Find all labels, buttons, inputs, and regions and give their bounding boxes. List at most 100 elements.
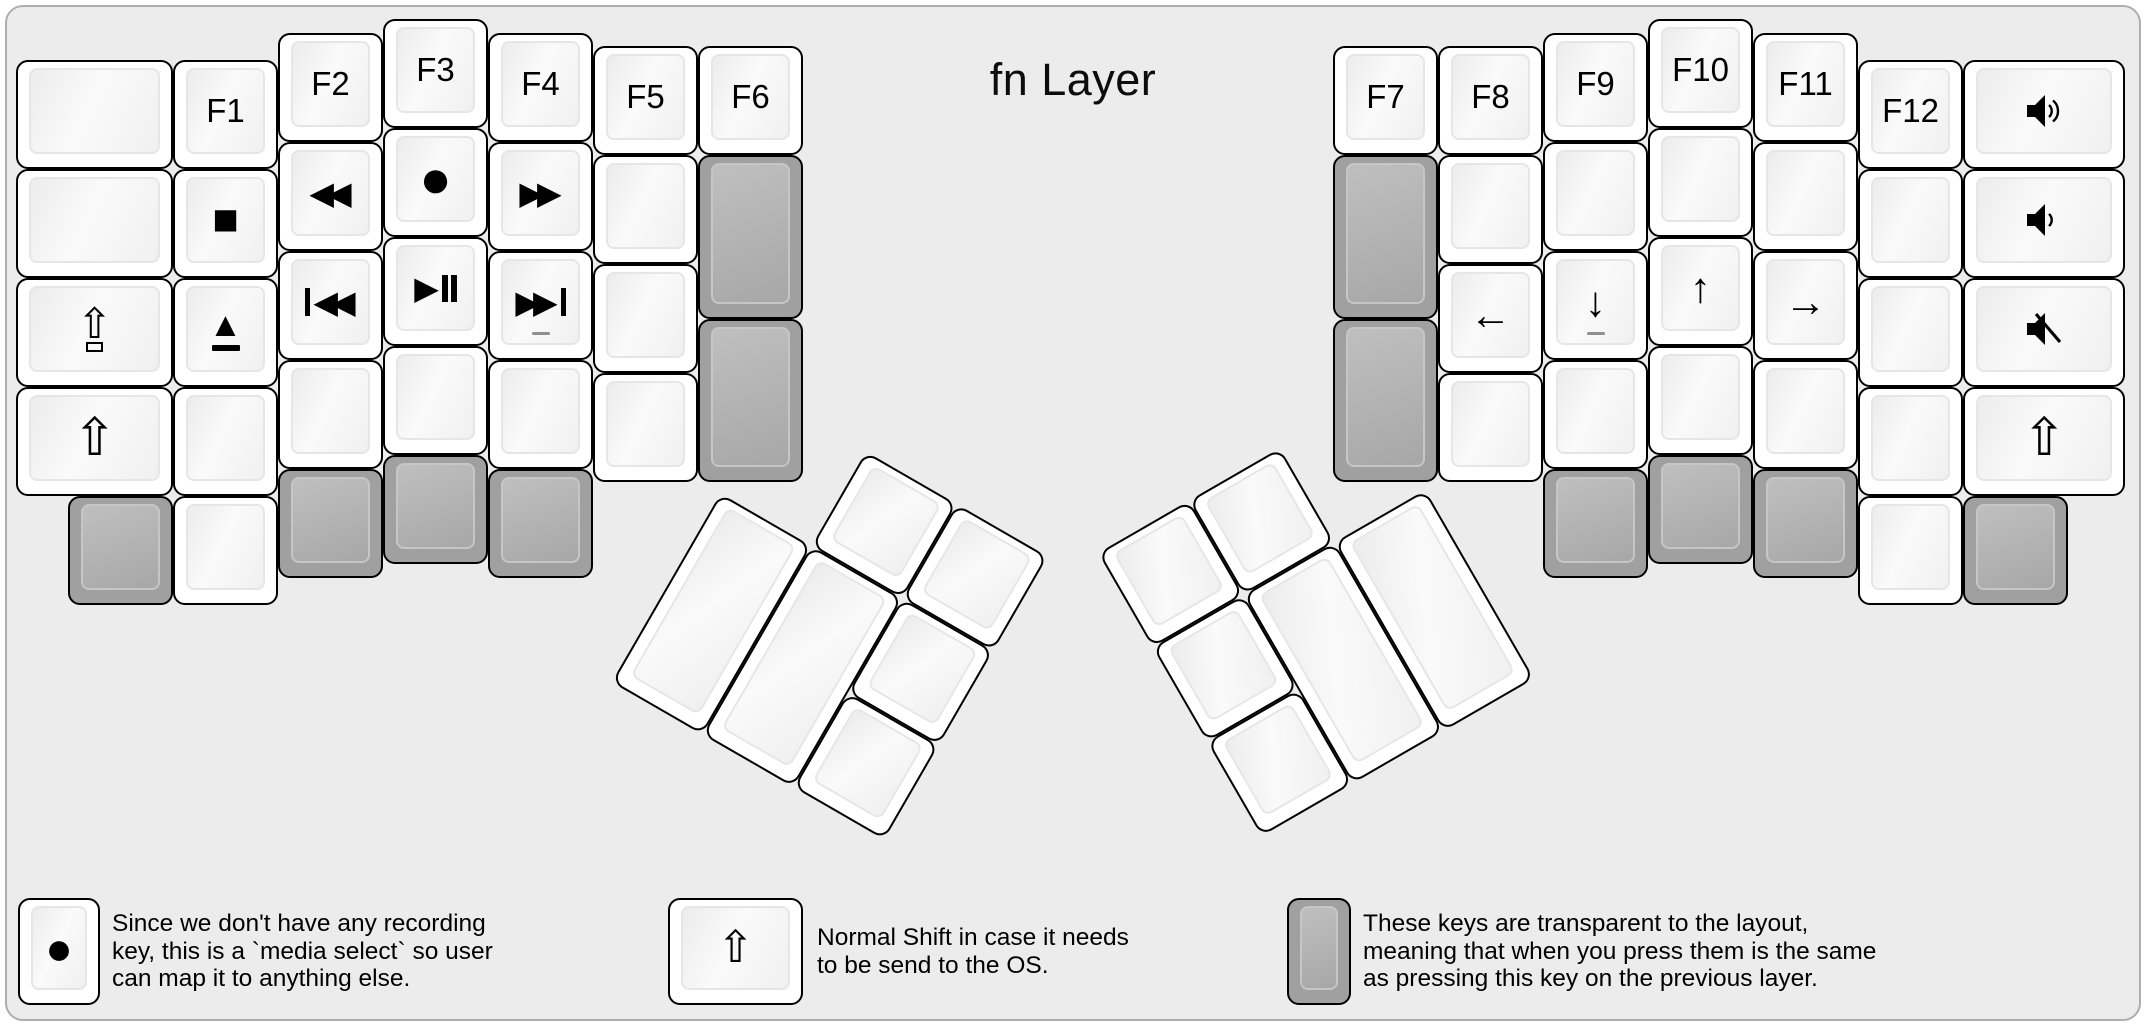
key-right-c11-r3: [1753, 360, 1858, 469]
key-label: F6: [731, 78, 770, 115]
key-left-c5-r3: [593, 373, 698, 482]
keytop: [1871, 286, 1950, 372]
key-right-c11-r1: [1753, 142, 1858, 251]
keytop: →: [1766, 259, 1845, 345]
key-legend-transparent-sample: [1287, 898, 1351, 1005]
keytop: [1871, 177, 1950, 263]
keytop: [186, 395, 265, 481]
key-eject: ▲: [173, 278, 278, 387]
key-rewind: ◀◀: [278, 142, 383, 251]
homing-bar: [531, 332, 550, 335]
keytop: [396, 354, 475, 440]
shift-icon: ⇧: [72, 409, 117, 467]
volup-icon: [2021, 91, 2067, 131]
key-f1: F1: [173, 60, 278, 169]
key-f12: F12: [1858, 60, 1963, 169]
keytop: [1976, 286, 2112, 372]
keytop: ●: [31, 906, 87, 990]
key-play-pause: ▶: [383, 237, 488, 346]
keytop: [1556, 150, 1635, 236]
keytop: F8: [1451, 54, 1530, 140]
key-f8: F8: [1438, 46, 1543, 155]
key-left-bottom-c3-transparent: [383, 455, 488, 564]
keytop: [711, 327, 790, 467]
key-f11: F11: [1753, 33, 1858, 142]
caps-icon: ⇧: [77, 302, 112, 353]
key-left-bottom-transparent: [68, 496, 173, 605]
key-label: F2: [311, 65, 350, 102]
key-arrow-down: ↓: [1543, 251, 1648, 360]
key-f9: F9: [1543, 33, 1648, 142]
eject-icon: ▲: [209, 308, 242, 351]
key-right-bottom-c10-transparent: [1648, 455, 1753, 564]
key-right-c8-r3: [1438, 373, 1543, 482]
playpause-icon: ▶: [414, 272, 457, 304]
keytop: [1976, 504, 2055, 590]
key-left-bottom-c4-transparent: [488, 469, 593, 578]
down-icon: ↓: [1585, 278, 1606, 325]
shift-icon: ⇧: [717, 923, 754, 972]
key-label: F10: [1672, 51, 1729, 88]
shift-icon: ⇧: [2022, 409, 2066, 467]
keytop: [1661, 354, 1740, 440]
keytop: ●: [396, 136, 475, 222]
voldown-icon: [2021, 200, 2067, 240]
keytop: [501, 477, 580, 563]
right-icon: →: [1784, 278, 1827, 325]
key-left-inner-transparent-1: [698, 155, 803, 319]
keytop: [1661, 136, 1740, 222]
key-f10: F10: [1648, 19, 1753, 128]
key-mute: [1963, 278, 2125, 387]
key-right-c10-r1: [1648, 128, 1753, 237]
keytop: ◀◀: [291, 150, 370, 236]
keytop: [1976, 177, 2112, 263]
key-arrow-left: ←: [1438, 264, 1543, 373]
keytop: [501, 368, 580, 454]
key-arrow-right: →: [1753, 251, 1858, 360]
key-legend-record-sample: ●: [18, 898, 100, 1005]
keytop: F1: [186, 68, 265, 154]
key-right-c8-r1: [1438, 155, 1543, 264]
keytop: F9: [1556, 41, 1635, 127]
key-f7: F7: [1333, 46, 1438, 155]
keytop: ↑: [1661, 245, 1740, 331]
key-right-c9-r3: [1543, 360, 1648, 469]
legend-text-0: Since we don't have any recording key, t…: [112, 910, 493, 993]
keytop: [81, 504, 160, 590]
keytop: F11: [1766, 41, 1845, 127]
key-legend-shift-sample: ⇧: [668, 898, 803, 1005]
key-caps-lock: ⇧: [16, 278, 173, 387]
key-right-c10-r3: [1648, 346, 1753, 455]
keytop: [291, 477, 370, 563]
keytop: [606, 272, 685, 358]
mute-icon: [2021, 309, 2067, 349]
key-left-shift: ⇧: [16, 387, 173, 496]
keytop: F7: [1346, 54, 1425, 140]
homing-bar: [1586, 332, 1605, 335]
key-right-inner-transparent-1: [1333, 155, 1438, 319]
keytop: [396, 463, 475, 549]
keytop: ⇧: [681, 906, 790, 990]
key-label: F11: [1778, 65, 1833, 102]
key-label: F8: [1471, 78, 1510, 115]
keytop: ←: [1451, 272, 1530, 358]
legend-text-1: Normal Shift in case it needs to be send…: [817, 924, 1129, 979]
keytop: [1766, 477, 1845, 563]
key-volume-down: [1963, 169, 2125, 278]
record-icon: ●: [419, 149, 452, 209]
keytop: [1871, 395, 1950, 481]
key-right-c12-r2: [1858, 278, 1963, 387]
keytop: ■: [186, 177, 265, 263]
keytop: F4: [501, 41, 580, 127]
key-f5: F5: [593, 46, 698, 155]
keytop: ▶▶: [501, 259, 580, 345]
key-fast-forward: ▶▶: [488, 142, 593, 251]
key-left-outer-r1: [16, 169, 173, 278]
key-left-bottom-c2-transparent: [278, 469, 383, 578]
keytop: F12: [1871, 68, 1950, 154]
key-left-inner-transparent-2: [698, 319, 803, 482]
key-arrow-up: ↑: [1648, 237, 1753, 346]
key-right-c12-r3: [1858, 387, 1963, 496]
key-volume-up: [1963, 60, 2125, 169]
key-right-bottom-c12: [1858, 496, 1963, 605]
